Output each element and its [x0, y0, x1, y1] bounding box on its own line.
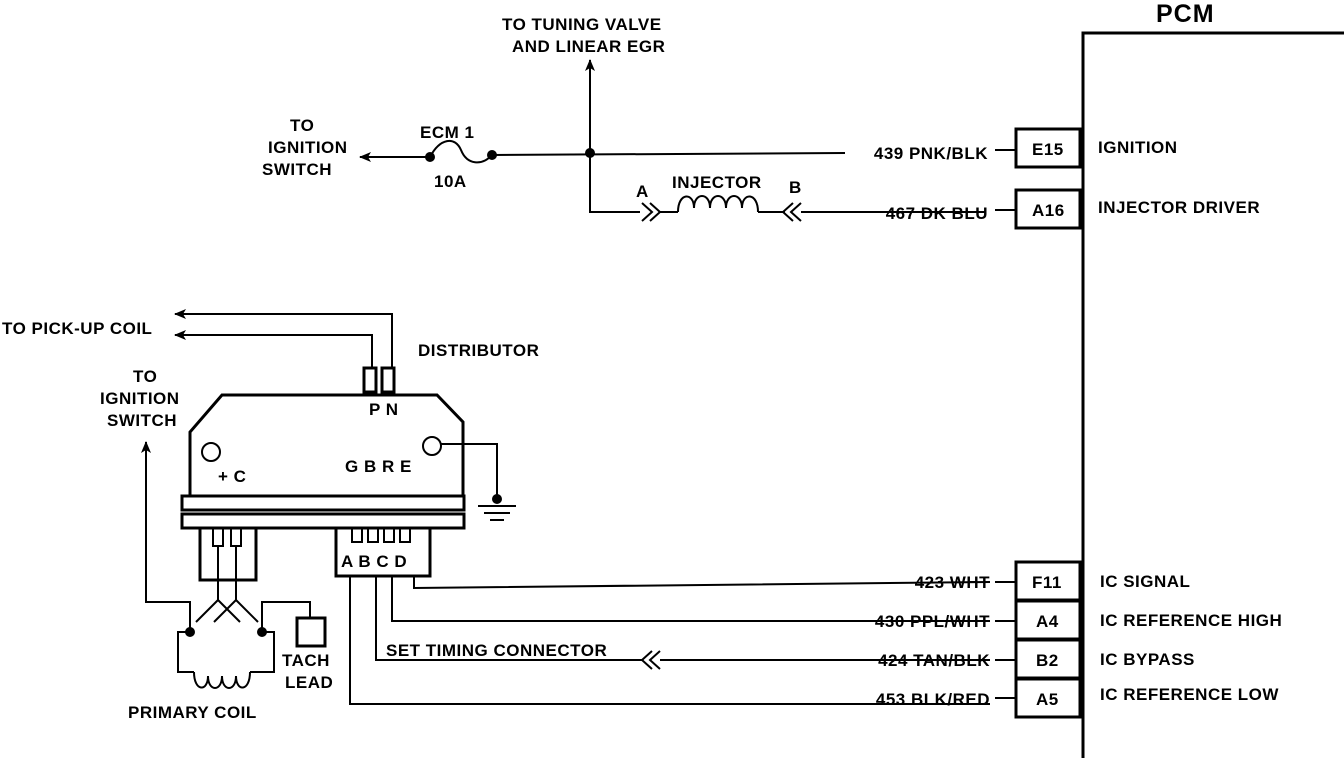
module-gbre-label: G B R E — [345, 457, 412, 476]
injector-label: INJECTOR — [672, 173, 762, 192]
pcm-pin-f11: F11 — [1014, 560, 1082, 602]
ignition-feed-wire — [359, 140, 1016, 164]
pcm-pin-a16: A16 — [1014, 188, 1082, 230]
ignition-switch-label-left: TO IGNITION SWITCH — [100, 367, 180, 430]
tach-lead-label-1: TACH — [282, 651, 330, 670]
wire-label: 453 BLK/RED — [876, 690, 990, 709]
svg-text:IGNITION: IGNITION — [268, 138, 348, 157]
module-coil-connector — [195, 526, 259, 623]
svg-text:SWITCH: SWITCH — [107, 411, 177, 430]
ic-signal-wire — [413, 576, 1016, 590]
ignition-switch-label-top: TO IGNITION SWITCH — [262, 116, 348, 179]
pcm-title: PCM — [1156, 0, 1215, 28]
set-timing-label: SET TIMING CONNECTOR — [386, 641, 607, 660]
svg-text:TO TUNING VALVE: TO TUNING VALVE — [502, 15, 662, 34]
pin-label: B2 — [1036, 651, 1059, 670]
ic-bypass-wire: SET TIMING CONNECTOR — [375, 576, 1016, 670]
fuse-rating: 10A — [434, 172, 467, 191]
ic-reference-high-wire — [391, 576, 1016, 622]
connector-abcd-label: A B C D — [341, 552, 407, 571]
pin-label: E15 — [1032, 140, 1064, 159]
pcm-pin-b2: B2 — [1014, 638, 1082, 680]
ground-symbol — [441, 443, 516, 521]
wire-label: 439 PNK/BLK — [874, 144, 988, 163]
injector-pin-a: A — [636, 182, 649, 201]
primary-coil-label: PRIMARY COIL — [128, 703, 257, 722]
module-pn-label: P N — [369, 400, 399, 419]
pin-function-label: IC SIGNAL — [1100, 572, 1190, 591]
svg-text:TO: TO — [290, 116, 314, 135]
pcm-pin-a4: A4 — [1014, 599, 1082, 641]
injector-circuit: INJECTOR A B — [589, 153, 1016, 222]
module-plusc-label: + C — [218, 467, 246, 486]
pin-label: A16 — [1032, 201, 1065, 220]
wire-label: 467 DK BLU — [886, 204, 988, 223]
ic-reference-low-wire — [349, 576, 1016, 705]
svg-text:AND LINEAR EGR: AND LINEAR EGR — [512, 37, 665, 56]
pin-label: A4 — [1036, 612, 1059, 631]
svg-text:TO: TO — [133, 367, 157, 386]
pickup-coil-wires: TO PICK-UP COIL — [2, 309, 393, 368]
pin-function-label: IC BYPASS — [1100, 650, 1195, 669]
pcm-pin-e15: E15 — [1014, 127, 1082, 169]
ignition-module: P N + C G B R E — [180, 366, 466, 530]
pin-function-label: INJECTOR DRIVER — [1098, 198, 1260, 217]
tach-lead-label-2: LEAD — [285, 673, 333, 692]
pcm-block: PCM — [1081, 0, 1344, 758]
pcm-pin-a5: A5 — [1014, 677, 1082, 719]
fuse-ecm1: ECM 1 10A — [420, 123, 474, 191]
pin-label: F11 — [1032, 573, 1062, 592]
pin-function-label: IC REFERENCE HIGH — [1100, 611, 1282, 630]
pickup-coil-label: TO PICK-UP COIL — [2, 319, 152, 338]
connector-abcd: A B C D — [334, 526, 432, 578]
distributor-label: DISTRIBUTOR — [418, 341, 539, 360]
tuning-valve-branch: TO TUNING VALVE AND LINEAR EGR — [502, 15, 665, 158]
pin-function-label: IC REFERENCE LOW — [1100, 685, 1279, 704]
pin-function-label: IGNITION — [1098, 138, 1178, 157]
pin-label: A5 — [1036, 690, 1059, 709]
fuse-name: ECM 1 — [420, 123, 474, 142]
svg-text:IGNITION: IGNITION — [100, 389, 180, 408]
primary-coil: PRIMARY COIL TACH LEAD — [128, 448, 333, 722]
svg-text:SWITCH: SWITCH — [262, 160, 332, 179]
injector-pin-b: B — [789, 178, 802, 197]
